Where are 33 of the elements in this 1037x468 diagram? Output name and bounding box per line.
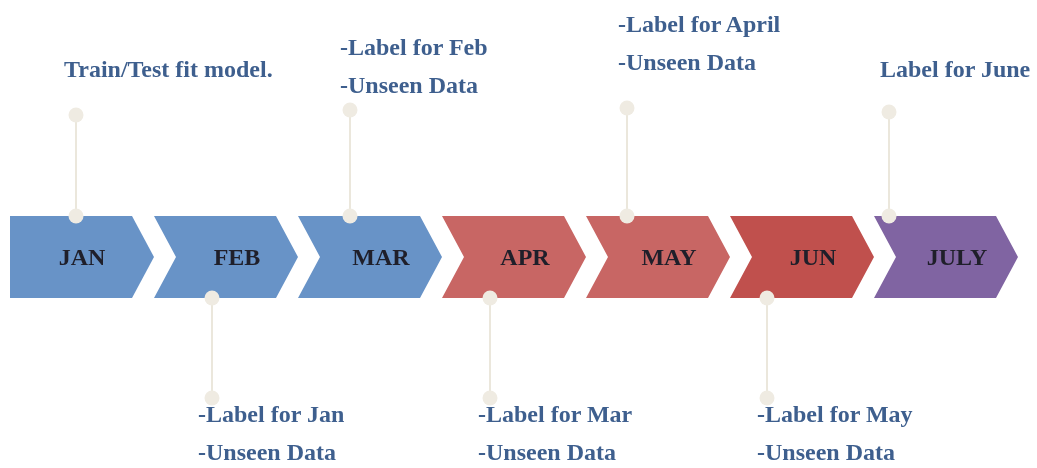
callout-text: Train/Test fit model.	[64, 55, 273, 83]
timeline-segment	[154, 216, 298, 298]
timeline-segment	[730, 216, 874, 298]
timeline-segment	[442, 216, 586, 298]
timeline-segment	[298, 216, 442, 298]
leader-line	[881, 104, 897, 224]
callout-text: -Label for Jan	[198, 400, 345, 428]
callout-text: -Label for Feb	[340, 33, 488, 61]
leader-line	[482, 290, 498, 406]
callout-text: -Unseen Data	[757, 438, 896, 466]
callout-text: -Unseen Data	[340, 71, 479, 99]
timeline-segment	[586, 216, 730, 298]
callout-text: -Label for April	[618, 10, 781, 38]
month-label: MAR	[352, 243, 410, 271]
leader-line	[342, 102, 358, 224]
month-label: JULY	[926, 243, 988, 271]
month-label: FEB	[213, 243, 261, 271]
leader-line	[759, 290, 775, 406]
month-label: MAY	[641, 243, 697, 271]
callout-text: -Unseen Data	[198, 438, 337, 466]
callout-text: Label for June	[880, 55, 1031, 83]
month-label: JUN	[789, 243, 837, 271]
callout-text: -Unseen Data	[478, 438, 617, 466]
leader-line	[619, 100, 635, 224]
timeline-segment	[10, 216, 154, 298]
month-label: APR	[500, 243, 550, 271]
leader-line	[68, 107, 84, 224]
callout-text: -Label for Mar	[478, 400, 633, 428]
callout-text: -Unseen Data	[618, 48, 757, 76]
callout-text: -Label for May	[757, 400, 913, 428]
leader-line	[204, 290, 220, 406]
month-label: JAN	[58, 243, 106, 271]
timeline-segment	[874, 216, 1018, 298]
